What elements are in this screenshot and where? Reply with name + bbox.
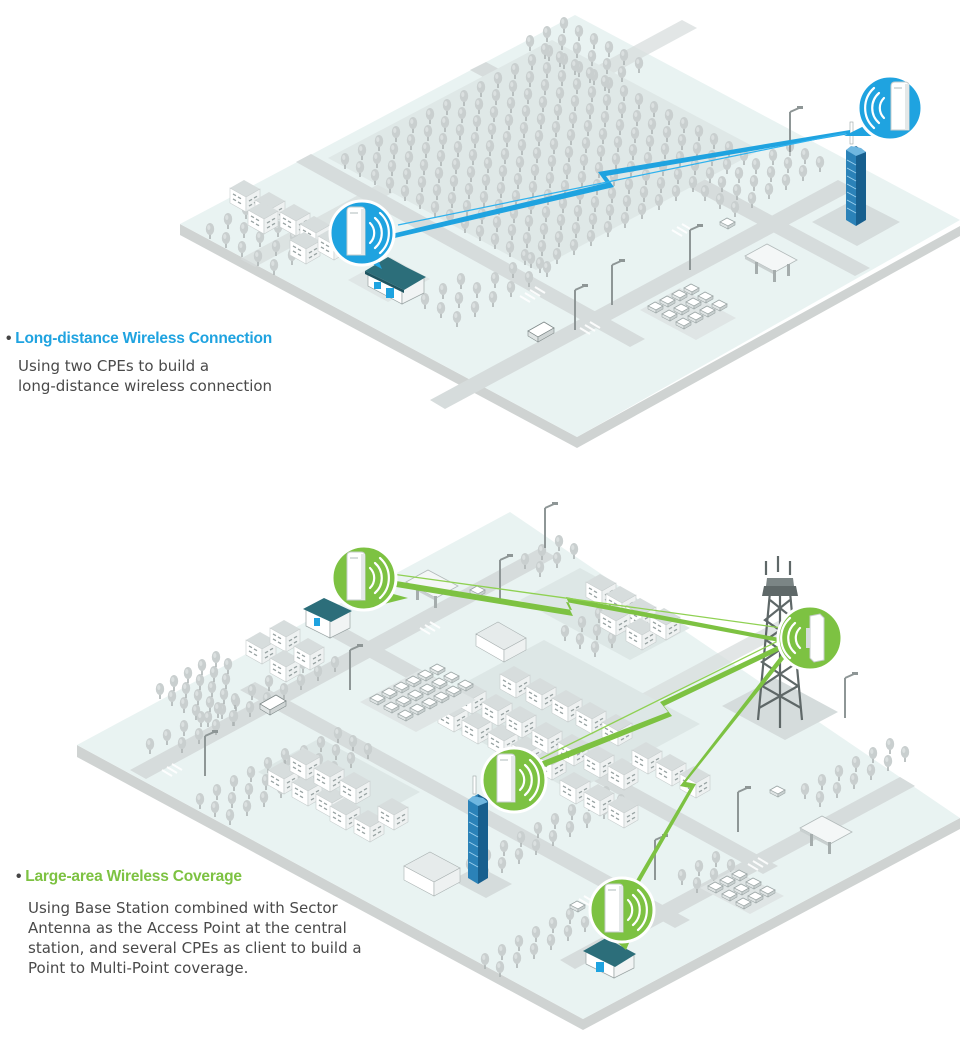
long-distance-title: Long-distance Wireless Connection xyxy=(15,330,273,347)
large-area-title: Large-area Wireless Coverage xyxy=(25,868,242,885)
bus xyxy=(259,694,287,716)
description-line: long-distance wireless connection xyxy=(18,377,273,395)
parking-lot xyxy=(700,869,784,914)
description-line: Using Base Station combined with Sector xyxy=(28,899,338,917)
wireless-link-blue xyxy=(383,130,850,240)
description-line: Antenna as the Access Point at the centr… xyxy=(28,919,347,937)
cpe-device-icon xyxy=(328,199,396,269)
long-distance-description: Using two CPEs to build a long-distance … xyxy=(18,356,272,396)
tree xyxy=(183,667,193,683)
tree xyxy=(885,738,895,754)
bus xyxy=(527,321,555,343)
large-area-caption: •Large-area Wireless Coverage Using Base… xyxy=(16,868,362,978)
tree xyxy=(155,683,165,699)
cpe-device-icon xyxy=(588,876,656,950)
description-line: Point to Multi-Point coverage. xyxy=(28,959,249,977)
description-line: Using two CPEs to build a xyxy=(18,357,210,375)
top-city-platform xyxy=(180,15,960,448)
bullet-icon: • xyxy=(16,868,22,885)
parking-lot xyxy=(640,283,736,340)
blue-house xyxy=(348,257,430,305)
sector-antenna-icon xyxy=(776,604,844,672)
office-tower xyxy=(452,775,512,898)
teal-house xyxy=(303,598,352,639)
long-distance-caption: •Long-distance Wireless Connection Using… xyxy=(6,330,272,396)
tree xyxy=(211,651,221,667)
office-tower xyxy=(812,121,900,246)
tree xyxy=(900,746,910,762)
parking-lot xyxy=(360,663,476,732)
cpe-device-icon xyxy=(330,544,408,612)
cpe-device-icon xyxy=(844,74,924,142)
tree xyxy=(197,659,207,675)
section-title: •Large-area Wireless Coverage xyxy=(16,868,362,886)
gas-station xyxy=(799,815,853,854)
warehouse xyxy=(475,621,527,663)
large-area-description: Using Base Station combined with Sector … xyxy=(28,898,362,978)
blue-house xyxy=(583,938,636,979)
gas-station xyxy=(744,243,798,282)
tree xyxy=(169,675,179,691)
bullet-icon: • xyxy=(6,330,12,347)
section-title: •Long-distance Wireless Connection xyxy=(6,330,272,348)
warehouse xyxy=(403,851,461,897)
description-line: station, and several CPEs as client to b… xyxy=(28,939,362,957)
cpe-device-icon xyxy=(480,746,548,814)
